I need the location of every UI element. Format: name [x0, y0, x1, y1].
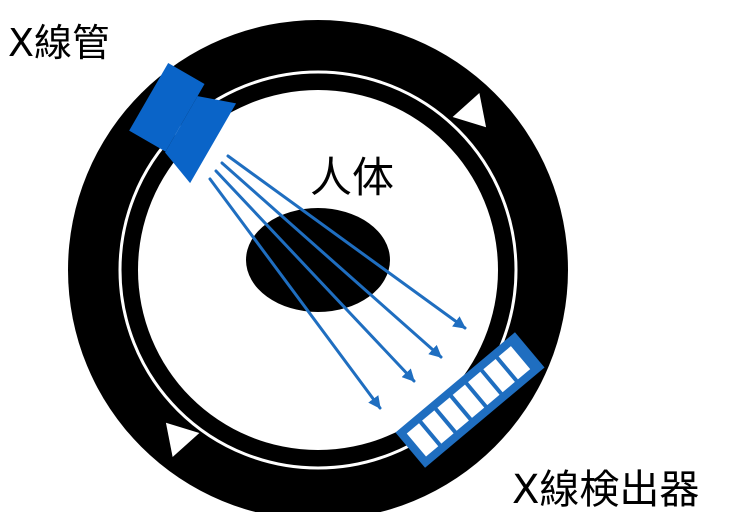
rotation-arrow-icon [452, 92, 487, 128]
human-body-label: 人体 [310, 153, 394, 202]
xray-tube-label: X線管 [8, 21, 110, 65]
xray-tube-housing [129, 63, 205, 152]
detector-cell [468, 371, 500, 406]
detector-cell [437, 397, 469, 431]
xray-beams [208, 154, 467, 410]
xray-beam [214, 169, 416, 383]
detector-cell [422, 410, 454, 444]
detector-cell [406, 423, 439, 457]
detector-cell [498, 346, 531, 380]
xray-beam [220, 161, 443, 359]
xray-beam [226, 154, 467, 330]
xray-detector [395, 332, 545, 468]
detector-cell [452, 384, 485, 418]
human-body [246, 208, 390, 312]
xray-tube-collimator [165, 96, 237, 184]
rotation-track [118, 70, 518, 470]
xray-detector-label: X線検出器 [512, 467, 699, 512]
xray-tube [129, 63, 237, 184]
xray-beam [208, 177, 382, 410]
detector-cell [483, 358, 515, 393]
rotation-arrow-icon [165, 422, 200, 458]
